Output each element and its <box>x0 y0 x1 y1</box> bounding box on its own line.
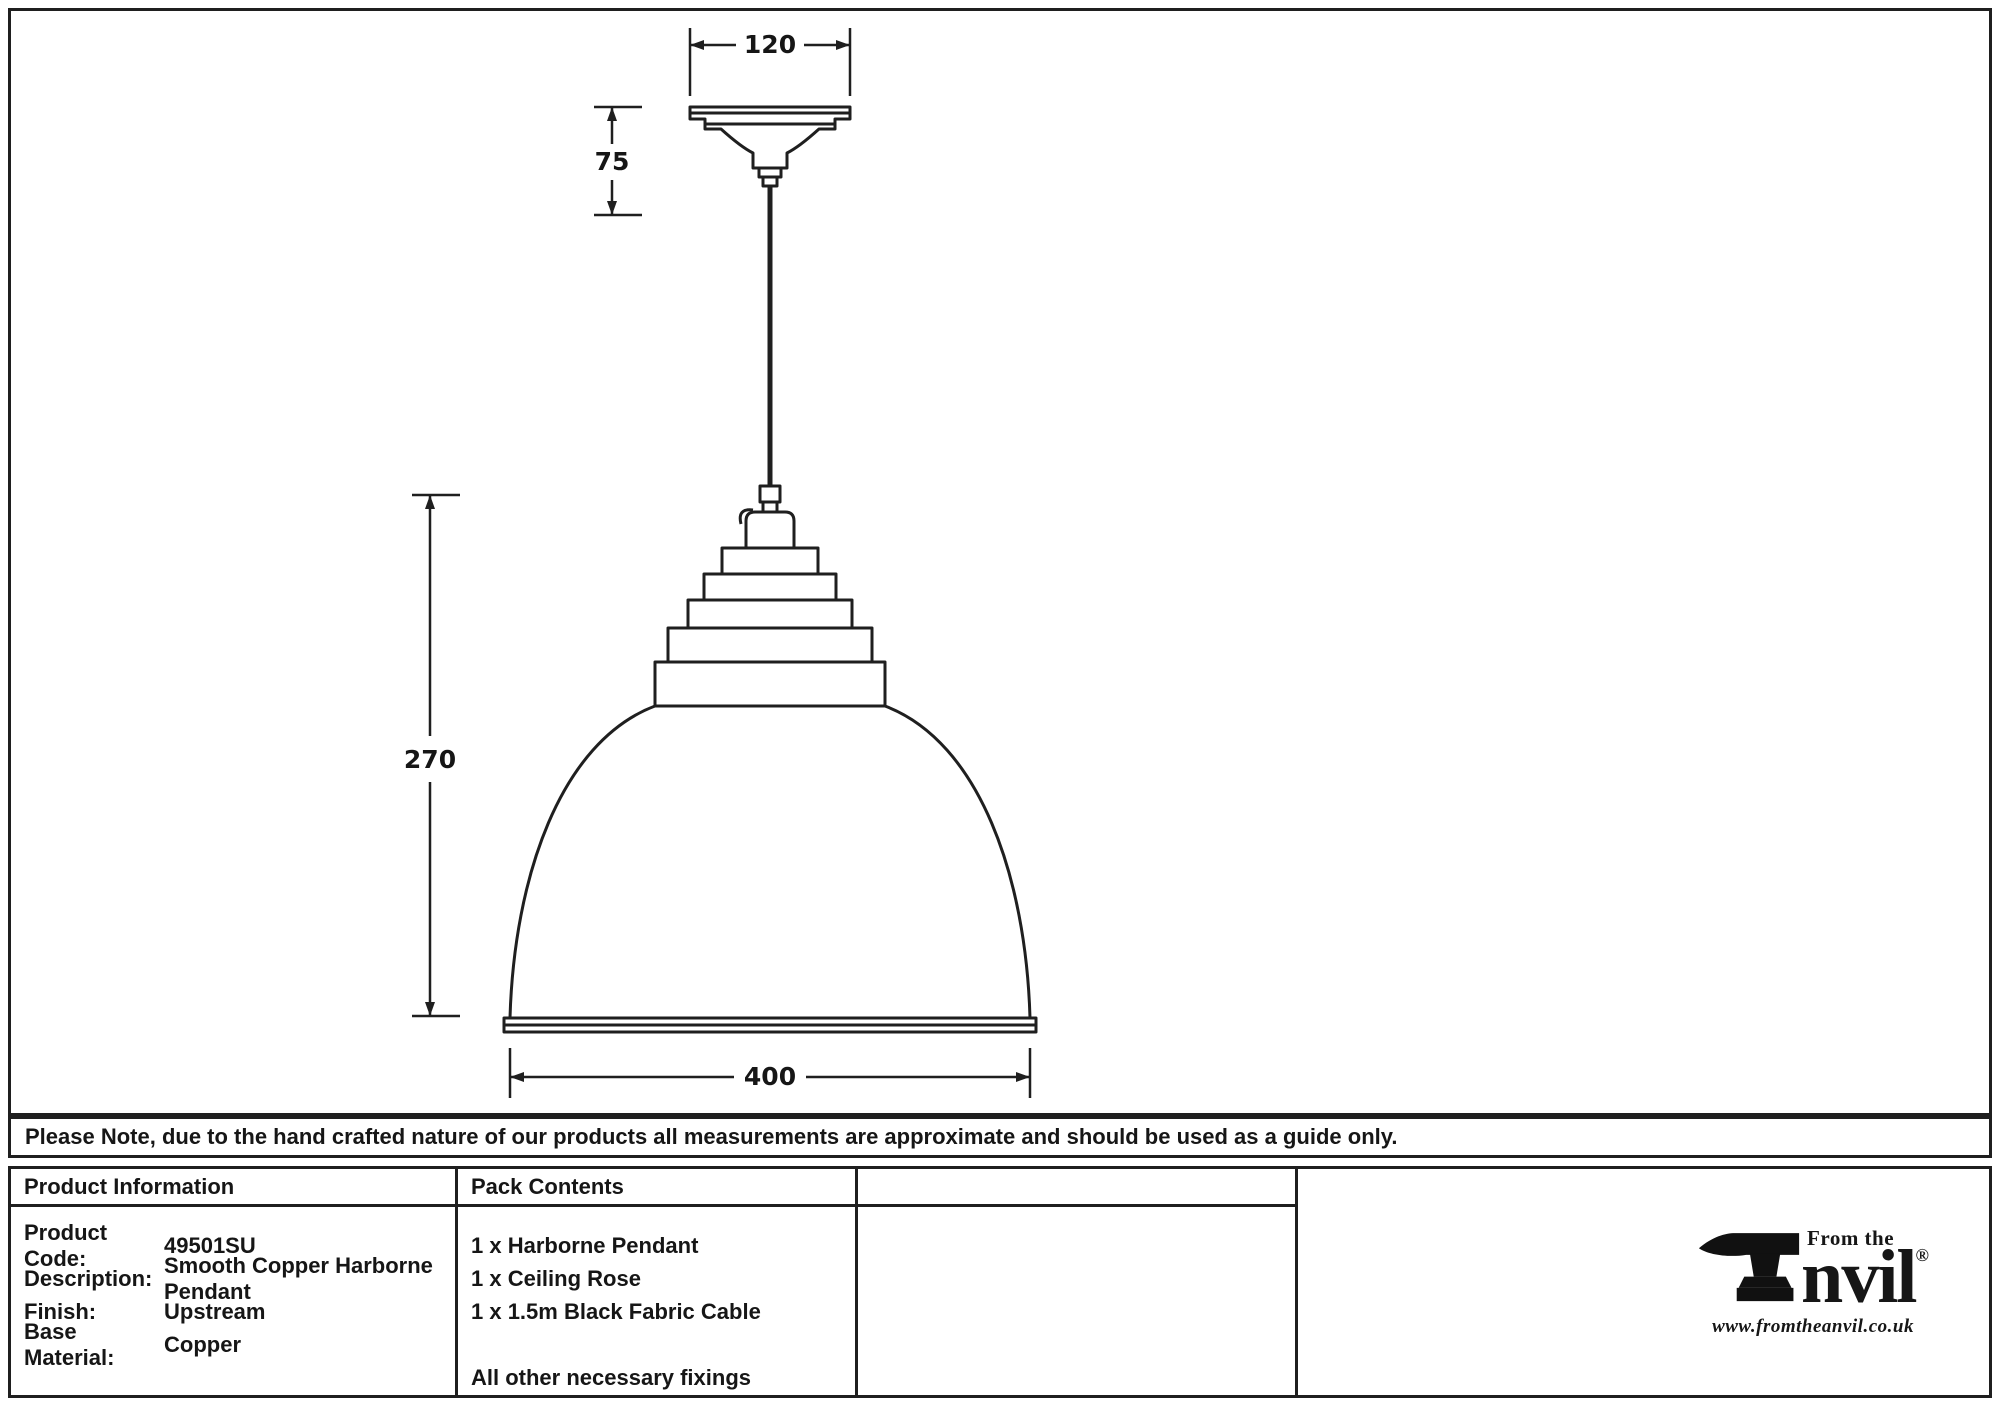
logo-tagline: From the <box>1807 1226 1895 1251</box>
anvil-icon <box>1698 1233 1800 1302</box>
rose-nut <box>761 175 779 188</box>
finish-row: Finish: Upstream <box>24 1298 266 1324</box>
dimension-shade-height: 270 <box>404 493 460 1018</box>
pack-contents-body: 1 x Harborne Pendant 1 x Ceiling Rose 1 … <box>458 1207 858 1395</box>
brand-logo-cell: From the nvil ® www.fromtheanvil.co.uk <box>1298 1169 1989 1395</box>
measurement-note: Please Note, due to the hand crafted nat… <box>8 1116 1992 1158</box>
pack-footer: All other necessary fixings <box>471 1364 751 1390</box>
empty-header-cell <box>858 1169 1298 1207</box>
lamp-holder-collar <box>744 510 796 550</box>
note-text: Please Note, due to the hand crafted nat… <box>25 1124 1398 1149</box>
ceiling-rose <box>688 105 852 188</box>
pendant-shade-dome <box>502 704 1038 1034</box>
logo-brand-text: nvil <box>1801 1235 1917 1320</box>
product-information-header: Product Information <box>11 1169 458 1207</box>
pendant-technical-drawing: 120 75 270 <box>404 28 1038 1098</box>
cord-grip <box>758 484 782 514</box>
logo-website: www.fromtheanvil.co.uk <box>1712 1315 1914 1337</box>
empty-body-cell <box>858 1207 1298 1395</box>
dimension-label-270: 270 <box>404 745 456 774</box>
pack-item: 1 x Harborne Pendant <box>471 1232 699 1258</box>
from-the-anvil-logo: From the nvil ® www.fromtheanvil.co.uk <box>1697 1226 1929 1337</box>
registered-trademark-symbol: ® <box>1915 1245 1929 1266</box>
dimension-label-75: 75 <box>595 147 630 176</box>
shade-tiered-top <box>653 546 887 708</box>
pack-item: 1 x Ceiling Rose <box>471 1265 641 1291</box>
dimension-label-400: 400 <box>744 1062 796 1091</box>
pack-contents-header: Pack Contents <box>458 1169 858 1207</box>
base-material-row: Base Material: Copper <box>24 1318 241 1370</box>
dimension-rose-width: 120 <box>688 28 852 96</box>
product-code-row: Product Code: 49501SU <box>24 1219 256 1271</box>
pack-item: 1 x 1.5m Black Fabric Cable <box>471 1298 761 1324</box>
hook-detail <box>738 508 754 525</box>
dimension-rose-height: 75 <box>594 105 642 217</box>
description-row: Description: Smooth Copper Harborne Pend… <box>24 1252 433 1304</box>
product-information-body: Product Code: 49501SU Description: Smoot… <box>11 1207 458 1395</box>
dimension-shade-width: 400 <box>508 1048 1032 1098</box>
product-info-table: Product Information Pack Contents <box>8 1166 1992 1398</box>
dimension-label-120: 120 <box>744 30 796 59</box>
